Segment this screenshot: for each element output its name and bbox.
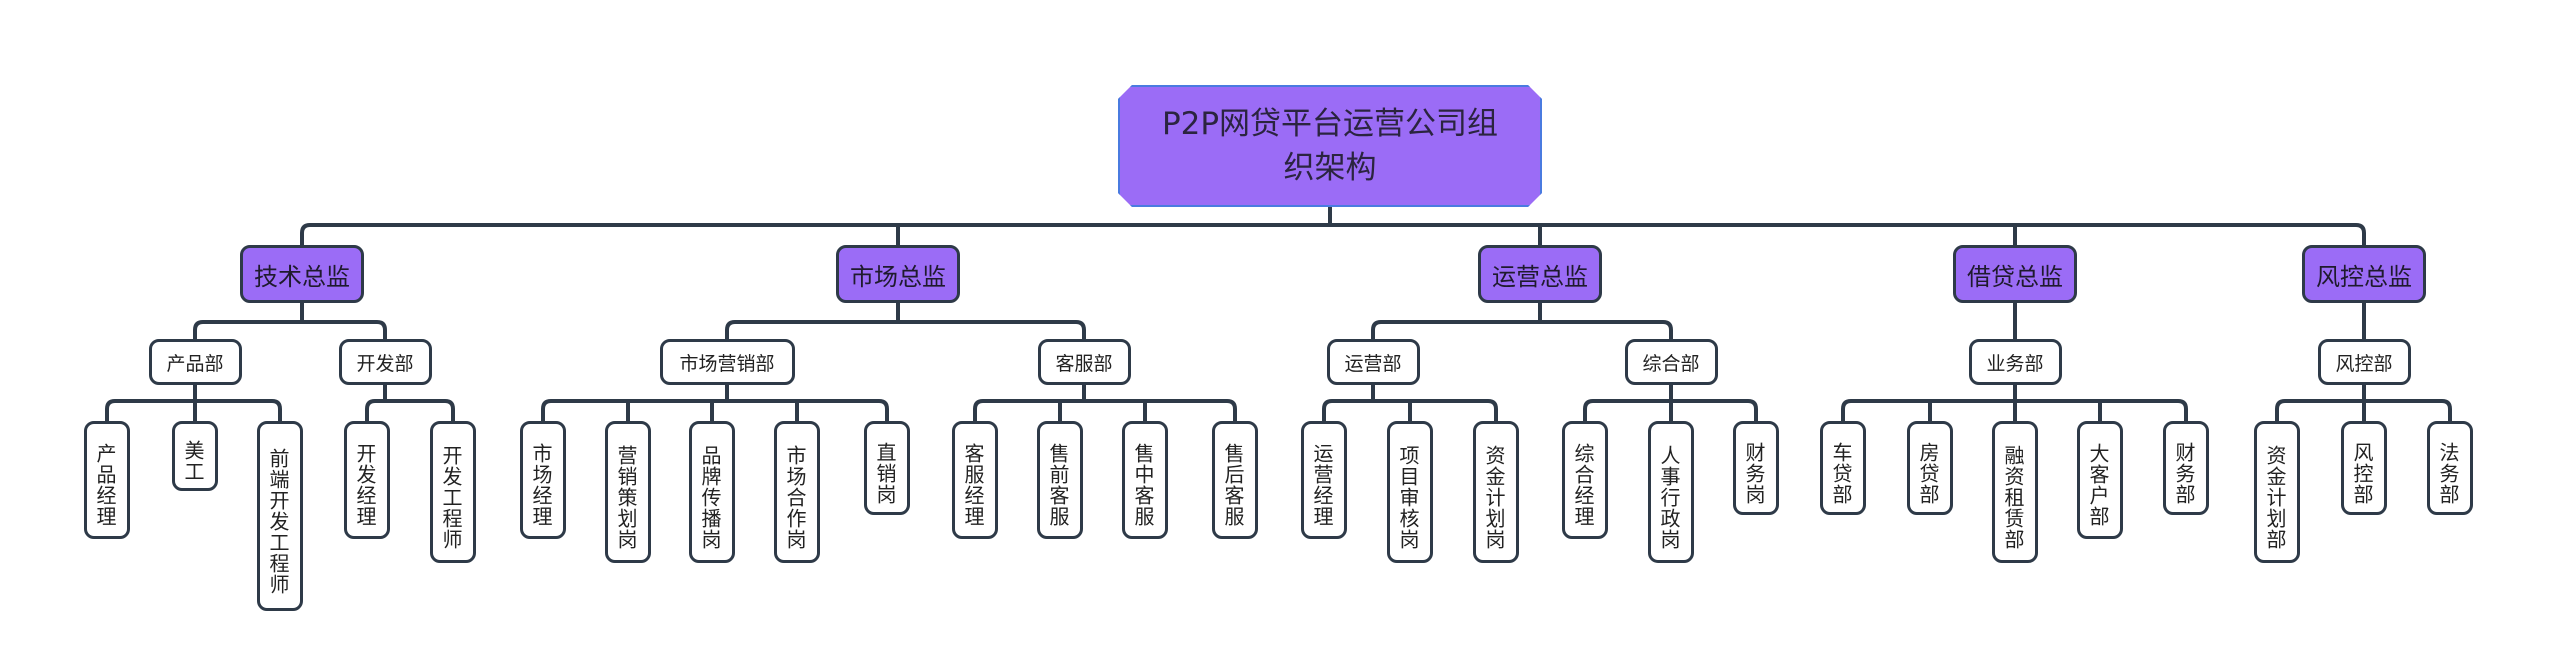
role-node[interactable]: 产品经理 <box>84 421 130 539</box>
department-node[interactable]: 客服部 <box>1037 339 1131 385</box>
department-node[interactable]: 风控部 <box>2317 339 2411 385</box>
director-node[interactable]: 技术总监 <box>240 245 364 303</box>
role-node[interactable]: 市场经理 <box>520 421 566 539</box>
role-node[interactable]: 营销策划岗 <box>605 421 651 563</box>
role-node[interactable]: 大客户部 <box>2077 421 2123 539</box>
role-node[interactable]: 资金计划部 <box>2254 421 2300 563</box>
director-branch-bus <box>1371 320 1673 331</box>
role-node[interactable]: 开发经理 <box>344 421 390 539</box>
role-node[interactable]: 融资租赁部 <box>1992 421 2038 563</box>
role-node[interactable]: 项目审核岗 <box>1387 421 1433 563</box>
department-node[interactable]: 业务部 <box>1968 339 2062 385</box>
department-node[interactable]: 开发部 <box>338 339 432 385</box>
department-node[interactable]: 产品部 <box>148 339 242 385</box>
director-node[interactable]: 市场总监 <box>836 245 960 303</box>
director-branch-bus <box>193 320 387 331</box>
department-node[interactable]: 运营部 <box>1326 339 1420 385</box>
role-node[interactable]: 房贷部 <box>1907 421 1953 515</box>
director-branch-bus <box>725 320 1086 331</box>
department-branch-bus <box>365 399 455 410</box>
role-node[interactable]: 人事行政岗 <box>1648 421 1694 563</box>
director-node[interactable]: 风控总监 <box>2302 245 2426 303</box>
role-node[interactable]: 市场合作岗 <box>774 421 820 563</box>
role-node[interactable]: 开发工程师 <box>430 421 476 563</box>
root-branch-bus <box>300 223 2366 234</box>
root-title-line2: 织架构 <box>1283 150 1377 186</box>
role-node[interactable]: 客服经理 <box>952 421 998 539</box>
role-node[interactable]: 美工 <box>172 421 218 491</box>
role-node[interactable]: 品牌传播岗 <box>689 421 735 563</box>
department-branch-bus <box>973 399 1237 410</box>
role-node[interactable]: 运营经理 <box>1301 421 1347 539</box>
role-node[interactable]: 售后客服 <box>1212 421 1258 539</box>
root-title-line1: P2P网贷平台运营公司组 <box>1161 106 1499 142</box>
director-node[interactable]: 借贷总监 <box>1953 245 2077 303</box>
department-node[interactable]: 市场营销部 <box>659 339 795 385</box>
root-node-company[interactable]: P2P网贷平台运营公司组织架构 <box>1118 85 1542 207</box>
role-node[interactable]: 车贷部 <box>1820 421 1866 515</box>
department-branch-bus <box>541 399 889 410</box>
role-node[interactable]: 财务部 <box>2163 421 2209 515</box>
role-node[interactable]: 法务部 <box>2427 421 2473 515</box>
role-node[interactable]: 前端开发工程师 <box>257 421 303 611</box>
role-node[interactable]: 直销岗 <box>864 421 910 515</box>
role-node[interactable]: 资金计划岗 <box>1473 421 1519 563</box>
role-node[interactable]: 售前客服 <box>1037 421 1083 539</box>
role-node[interactable]: 售中客服 <box>1122 421 1168 539</box>
role-node[interactable]: 风控部 <box>2341 421 2387 515</box>
department-node[interactable]: 综合部 <box>1624 339 1718 385</box>
role-node[interactable]: 综合经理 <box>1562 421 1608 539</box>
director-node[interactable]: 运营总监 <box>1478 245 1602 303</box>
role-node[interactable]: 财务岗 <box>1733 421 1779 515</box>
